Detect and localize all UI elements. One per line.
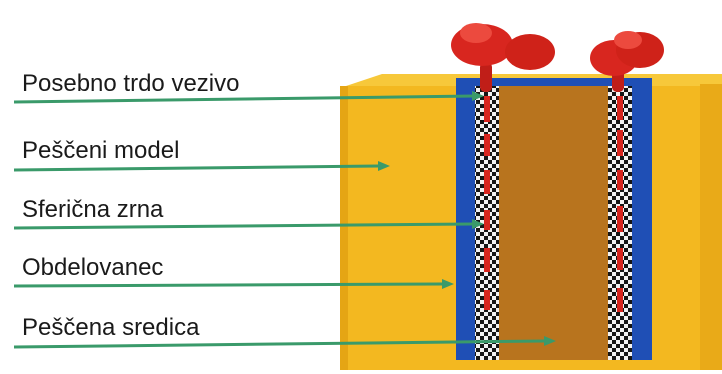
binder-cap-left — [451, 23, 555, 92]
leader-line-sand-mold — [13, 164, 379, 172]
leader-line-sand-core — [13, 339, 545, 349]
sand-core — [499, 86, 608, 360]
binder-channels — [484, 96, 623, 312]
label-spherical-grains: Sferična zrna — [22, 196, 164, 223]
label-sand-mold: Peščeni model — [22, 137, 180, 164]
leader-line-spherical-grains — [13, 222, 473, 230]
label-binder: Posebno trdo vezivo — [22, 70, 240, 97]
binder-cap-right — [590, 31, 664, 92]
label-sand-core: Peščena sredica — [22, 314, 200, 341]
leader-lines — [13, 91, 556, 349]
leader-line-binder — [13, 94, 475, 104]
label-workpiece: Obdelovanec — [22, 254, 164, 281]
leader-line-workpiece — [13, 282, 443, 288]
